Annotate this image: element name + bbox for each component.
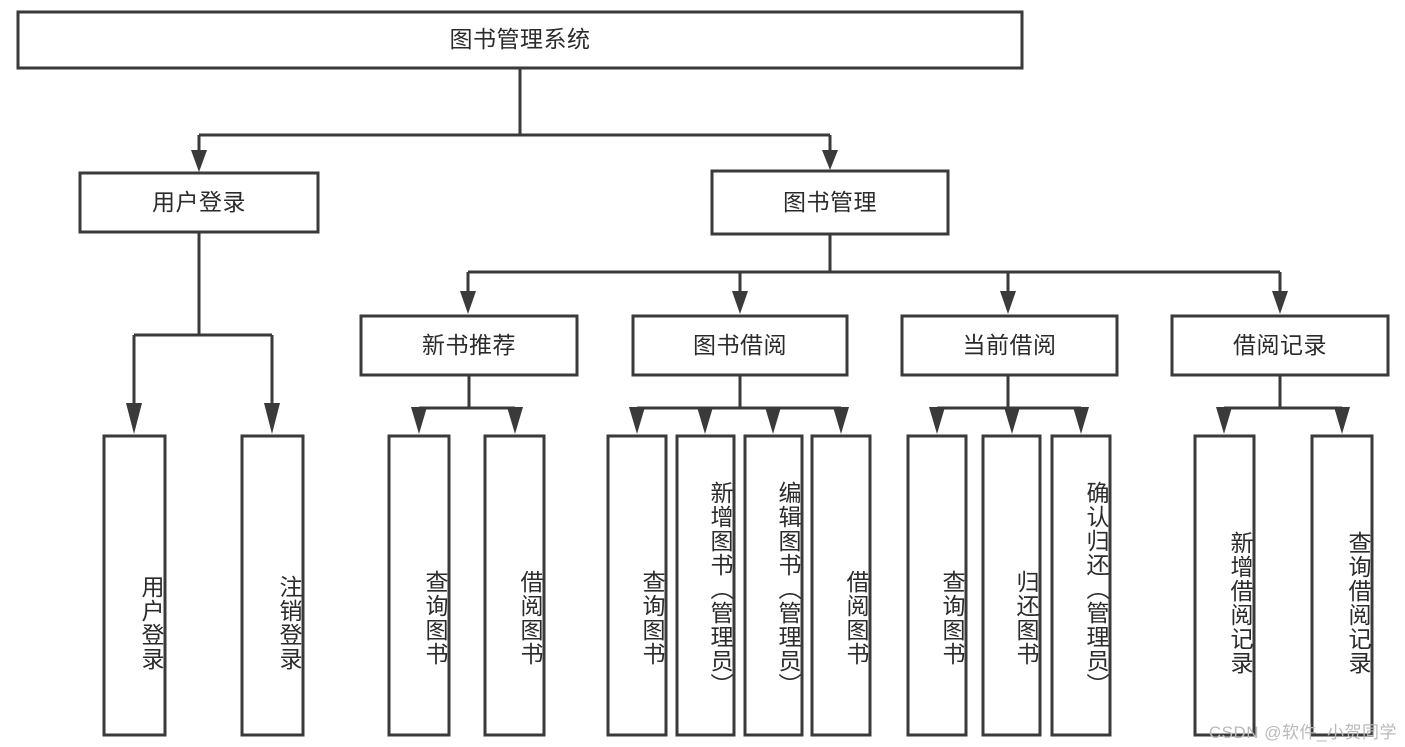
- arrowhead-borrow-record: [1272, 291, 1288, 314]
- arrowhead-new-book-rec: [460, 291, 476, 314]
- leaf-box-6[interactable]: [743, 434, 804, 737]
- arrowhead-current-borrow: [1000, 291, 1016, 314]
- leaf-box-9[interactable]: [981, 434, 1042, 737]
- arrowhead-root-to-book-manage: [822, 150, 838, 170]
- node-box-book-manage[interactable]: [710, 169, 950, 236]
- arrowhead-leaf-11: [1216, 407, 1232, 434]
- arrowhead-leaf-3: [507, 407, 523, 434]
- arrowhead-leaf-1: [264, 403, 280, 434]
- arrowhead-leaf-4: [629, 407, 645, 434]
- arrowhead-leaf-2: [411, 407, 427, 434]
- leaf-box-3[interactable]: [483, 434, 546, 737]
- node-box-book-borrow[interactable]: [631, 314, 849, 377]
- arrowhead-leaf-9: [1004, 407, 1020, 434]
- leaf-box-12[interactable]: [1310, 434, 1374, 737]
- leaf-box-11[interactable]: [1193, 434, 1256, 737]
- arrowhead-root-to-user-login: [191, 150, 207, 172]
- leaf-box-7[interactable]: [810, 434, 872, 737]
- arrowhead-leaf-0: [126, 403, 142, 434]
- leaf-box-4[interactable]: [606, 434, 668, 737]
- arrowhead-leaf-5: [697, 407, 713, 434]
- node-box-user-login[interactable]: [78, 171, 320, 234]
- arrowhead-leaf-12: [1334, 407, 1350, 434]
- leaf-box-8[interactable]: [906, 434, 968, 737]
- leaf-box-0[interactable]: [102, 434, 167, 737]
- leaf-box-10[interactable]: [1050, 434, 1112, 737]
- arrowhead-leaf-7: [833, 407, 849, 434]
- arrowhead-leaf-8: [929, 407, 945, 434]
- leaf-box-5[interactable]: [675, 434, 736, 737]
- arrowhead-leaf-10: [1073, 407, 1089, 434]
- node-box-current-borrow[interactable]: [900, 314, 1119, 377]
- arrowhead-book-borrow: [732, 291, 748, 314]
- leaf-box-1[interactable]: [240, 434, 305, 737]
- node-box-new-book-rec[interactable]: [359, 314, 579, 377]
- arrowhead-leaf-6: [765, 407, 781, 434]
- leaf-box-2[interactable]: [387, 434, 451, 737]
- node-box-root[interactable]: [16, 10, 1024, 70]
- node-box-borrow-record[interactable]: [1170, 314, 1390, 377]
